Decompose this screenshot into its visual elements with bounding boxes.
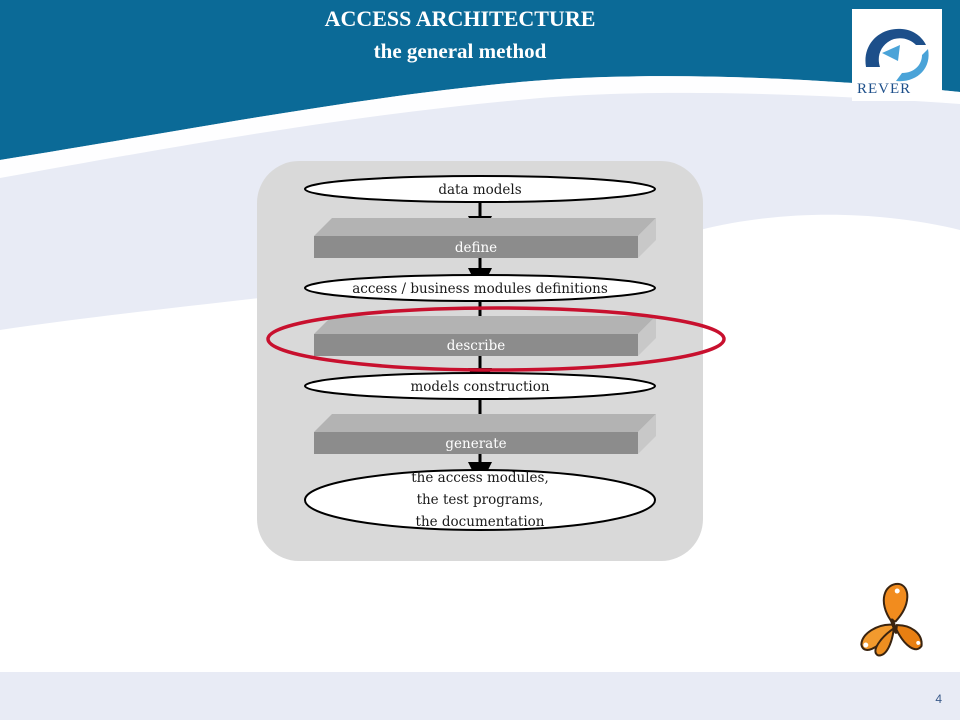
butterfly-illustration [860,582,923,657]
node-label: models construction [410,379,549,395]
highlight-ellipse [266,306,726,372]
node-label: data models [438,182,521,198]
step-label: generate [445,436,506,452]
step-label: define [455,240,497,256]
node-label-line-1: the access modules, [411,470,549,486]
page-title: ACCESS ARCHITECTURE [324,6,596,31]
step-label: describe [447,338,506,354]
node-label-line-3: the documentation [416,514,545,530]
data-node-outputs: the access modules, the test programs, t… [304,469,656,531]
data-node-models-construction: models construction [304,372,656,400]
process-step-describe: describe [314,316,656,356]
node-label: access / business modules definitions [352,281,608,297]
page-subtitle: the general method [373,39,547,63]
data-node-data-models: data models [304,175,656,203]
process-step-define: define [314,218,656,258]
node-label-line-2: the test programs, [417,492,544,508]
rever-logo: REVER [852,9,942,101]
process-step-generate: generate [314,414,656,454]
logo-wordmark: REVER [857,81,912,97]
data-node-module-definitions: access / business modules definitions [304,274,656,302]
header-band [0,0,960,160]
page-number: 4 [935,692,942,706]
